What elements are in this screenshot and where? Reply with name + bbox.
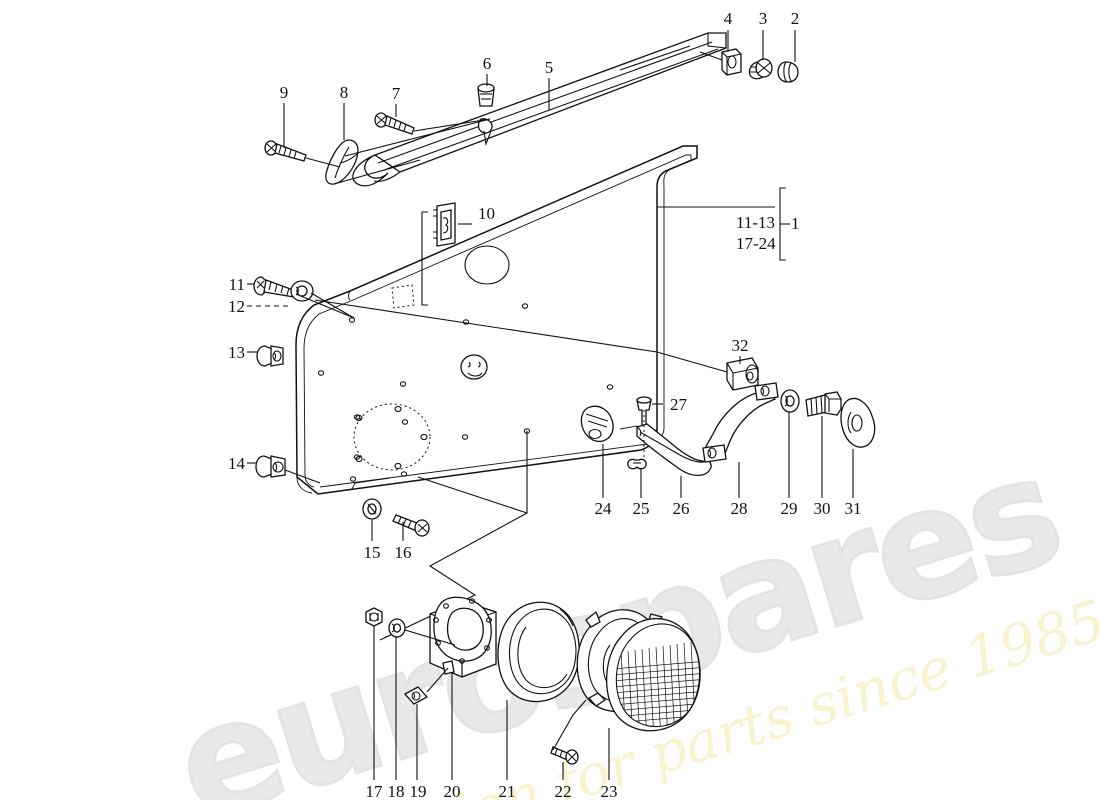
callout-26: 26 bbox=[673, 499, 690, 518]
callout-27: 27 bbox=[670, 395, 688, 414]
callout-8: 8 bbox=[340, 83, 349, 102]
callout-31: 31 bbox=[845, 499, 862, 518]
part-trim-strip-rail bbox=[352, 32, 727, 187]
part-spacer-sleeve-32 bbox=[726, 357, 759, 391]
callout-11: 11 bbox=[229, 275, 245, 294]
leader-lines-left bbox=[247, 283, 355, 484]
callout-6: 6 bbox=[483, 54, 492, 73]
callout-25: 25 bbox=[633, 499, 650, 518]
callout-23: 23 bbox=[601, 782, 618, 800]
callout-2: 2 bbox=[791, 9, 800, 28]
part-tapping-screw-7 bbox=[374, 112, 415, 135]
callout-15: 15 bbox=[364, 543, 381, 562]
callout-17: 17 bbox=[366, 782, 384, 800]
part-expanding-nut-13 bbox=[256, 345, 284, 367]
callout-30: 30 bbox=[814, 499, 831, 518]
part-tapping-screw-22 bbox=[550, 746, 579, 765]
leader-lines-upper bbox=[283, 30, 796, 306]
callout-24: 24 bbox=[595, 499, 613, 518]
part-hex-head-screw bbox=[253, 276, 297, 298]
group-bracket bbox=[657, 187, 790, 261]
part-hex-nut-17 bbox=[365, 607, 383, 627]
part-door-opener-lever-26 bbox=[636, 423, 712, 477]
callout-28: 28 bbox=[731, 499, 748, 518]
callout-9: 9 bbox=[280, 83, 289, 102]
part-expanding-rivet bbox=[477, 83, 495, 107]
part-retaining-clip-25 bbox=[627, 458, 647, 470]
callout-32: 32 bbox=[732, 336, 749, 355]
part-door-trim-panel bbox=[295, 145, 698, 495]
callout-12: 12 bbox=[228, 297, 245, 316]
callout-14: 14 bbox=[228, 454, 246, 473]
group-range-1: 11-13 bbox=[736, 213, 775, 232]
part-pin-rivet-27 bbox=[636, 396, 652, 429]
part-trim-cover-cap bbox=[580, 405, 614, 443]
part-tapping-screw-3 bbox=[748, 58, 773, 80]
part-window-switch bbox=[433, 202, 456, 247]
part-speaker-mounting-bracket bbox=[429, 596, 497, 678]
callout-29: 29 bbox=[781, 499, 798, 518]
part-washer-29 bbox=[780, 389, 800, 413]
callout-10: 10 bbox=[478, 204, 495, 223]
part-cap-plug bbox=[777, 61, 799, 83]
callout-3: 3 bbox=[759, 9, 768, 28]
callout-5: 5 bbox=[545, 58, 554, 77]
callout-19: 19 bbox=[410, 782, 427, 800]
leader-lines-bottom bbox=[373, 626, 610, 780]
callout-7: 7 bbox=[392, 84, 401, 103]
callout-4: 4 bbox=[724, 9, 733, 28]
callout-13: 13 bbox=[228, 343, 245, 362]
part-tapping-screw-16 bbox=[392, 514, 430, 537]
part-hex-bolt-30 bbox=[805, 391, 842, 417]
part-washer-15 bbox=[362, 498, 382, 520]
part-square-plate-nut-19 bbox=[403, 686, 429, 705]
callout-16: 16 bbox=[395, 543, 412, 562]
callout-22: 22 bbox=[555, 782, 572, 800]
callout-18: 18 bbox=[388, 782, 405, 800]
leader-lines-right bbox=[314, 299, 854, 498]
callout-21: 21 bbox=[499, 782, 516, 800]
callout-20: 20 bbox=[444, 782, 461, 800]
part-washer-18 bbox=[388, 618, 406, 638]
group-id-label: 1 bbox=[791, 214, 800, 233]
part-clip-bracket bbox=[721, 48, 742, 76]
part-cover-cap-31 bbox=[840, 397, 876, 448]
part-panel-grommet bbox=[460, 354, 488, 380]
part-tapping-screw-9 bbox=[264, 140, 307, 162]
leader-lines-15-16 bbox=[371, 520, 404, 541]
part-expanding-nut-14 bbox=[255, 455, 286, 478]
part-speaker-gasket-ring bbox=[497, 601, 580, 703]
part-arm-rest-pull-handle-28 bbox=[702, 382, 779, 463]
group-range-2: 17-24 bbox=[736, 234, 776, 253]
part-washer-12 bbox=[290, 280, 314, 302]
